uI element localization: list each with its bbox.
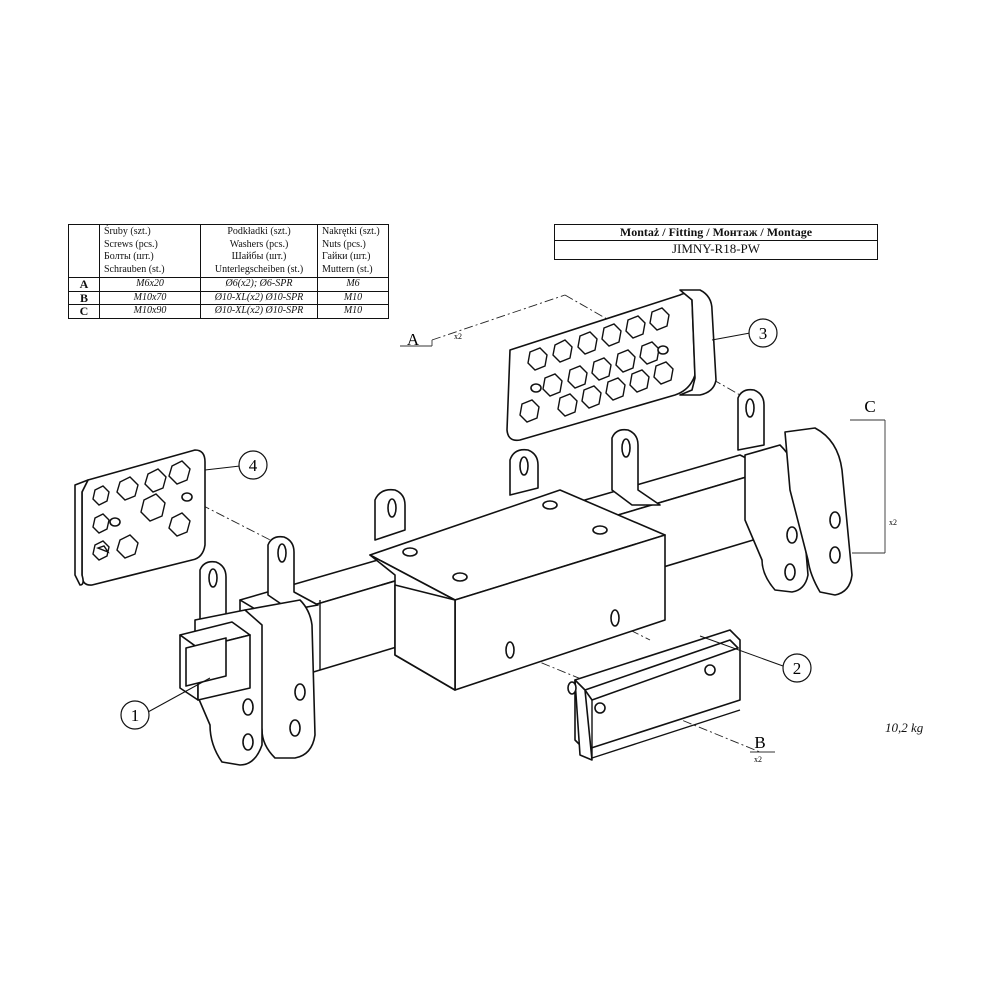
header-screws: Śruby (szt.) Screws (pcs.) Болты (шт.) S…	[99, 224, 201, 278]
header-washers-de: Unterlegscheiben (st.)	[214, 263, 304, 275]
central-box	[369, 489, 666, 691]
screws-value: M10x70	[99, 290, 201, 305]
table-row: A M6x20 Ø6(x2); Ø6-SPR M6	[68, 277, 389, 292]
fitting-title-box: Montaż / Fitting / Монтаж / Montage JIMN…	[554, 224, 878, 260]
fitting-model: JIMNY-R18-PW	[671, 241, 761, 256]
part-1-receiver-side	[179, 599, 316, 766]
header-screws-en: Screws (pcs.)	[104, 238, 158, 250]
fitting-title: Montaż / Fitting / Монтаж / Montage	[555, 225, 877, 241]
header-screws-pl: Śruby (szt.)	[104, 226, 151, 237]
header-nuts-de: Muttern (st.)	[322, 263, 373, 275]
weight-label: 10,2 kg	[885, 720, 924, 735]
row-label: A	[68, 277, 100, 292]
header-empty-cell	[68, 224, 100, 278]
screws-value: M10x90	[99, 304, 201, 319]
washers-value: Ø6(x2); Ø6-SPR	[200, 277, 318, 292]
nuts-value: M10	[317, 290, 389, 305]
header-washers: Podkładki (szt.) Washers (pcs.) Шайбы (ш…	[200, 224, 318, 278]
header-nuts-en: Nuts (pcs.)	[322, 238, 366, 250]
screws-value: M6x20	[99, 277, 201, 292]
mounting-tabs	[199, 388, 765, 621]
row-label: B	[68, 290, 100, 305]
fasteners-table-header: Śruby (szt.) Screws (pcs.) Болты (шт.) S…	[68, 224, 389, 278]
header-nuts-pl: Nakrętki (szt.)	[322, 226, 380, 237]
row-label: C	[68, 304, 100, 319]
washers-value: Ø10-XL(x2) Ø10-SPR	[200, 304, 318, 319]
table-row: C M10x90 Ø10-XL(x2) Ø10-SPR M10	[68, 304, 389, 319]
fasteners-table: Śruby (szt.) Screws (pcs.) Болты (шт.) S…	[68, 224, 389, 319]
nuts-value: M6	[317, 277, 389, 292]
washers-value: Ø10-XL(x2) Ø10-SPR	[200, 290, 318, 305]
header-screws-ru: Болты (шт.)	[104, 251, 154, 262]
table-row: B M10x70 Ø10-XL(x2) Ø10-SPR M10	[68, 290, 389, 305]
header-washers-pl: Podkładki (szt.)	[227, 226, 291, 237]
part-4-grille-plate	[74, 449, 206, 586]
header-nuts: Nakrętki (szt.) Nuts (pcs.) Гайки (шт.) …	[317, 224, 389, 278]
header-nuts-ru: Гайки (шт.)	[322, 251, 371, 262]
part-2-channel	[567, 629, 741, 761]
header-screws-de: Schrauben (st.)	[104, 263, 165, 275]
header-washers-en: Washers (pcs.)	[229, 238, 289, 250]
header-washers-ru: Шайбы (шт.)	[231, 251, 287, 262]
right-side-plates	[744, 427, 853, 596]
part-3-grille-plate	[506, 289, 717, 442]
nuts-value: M10	[317, 304, 389, 319]
